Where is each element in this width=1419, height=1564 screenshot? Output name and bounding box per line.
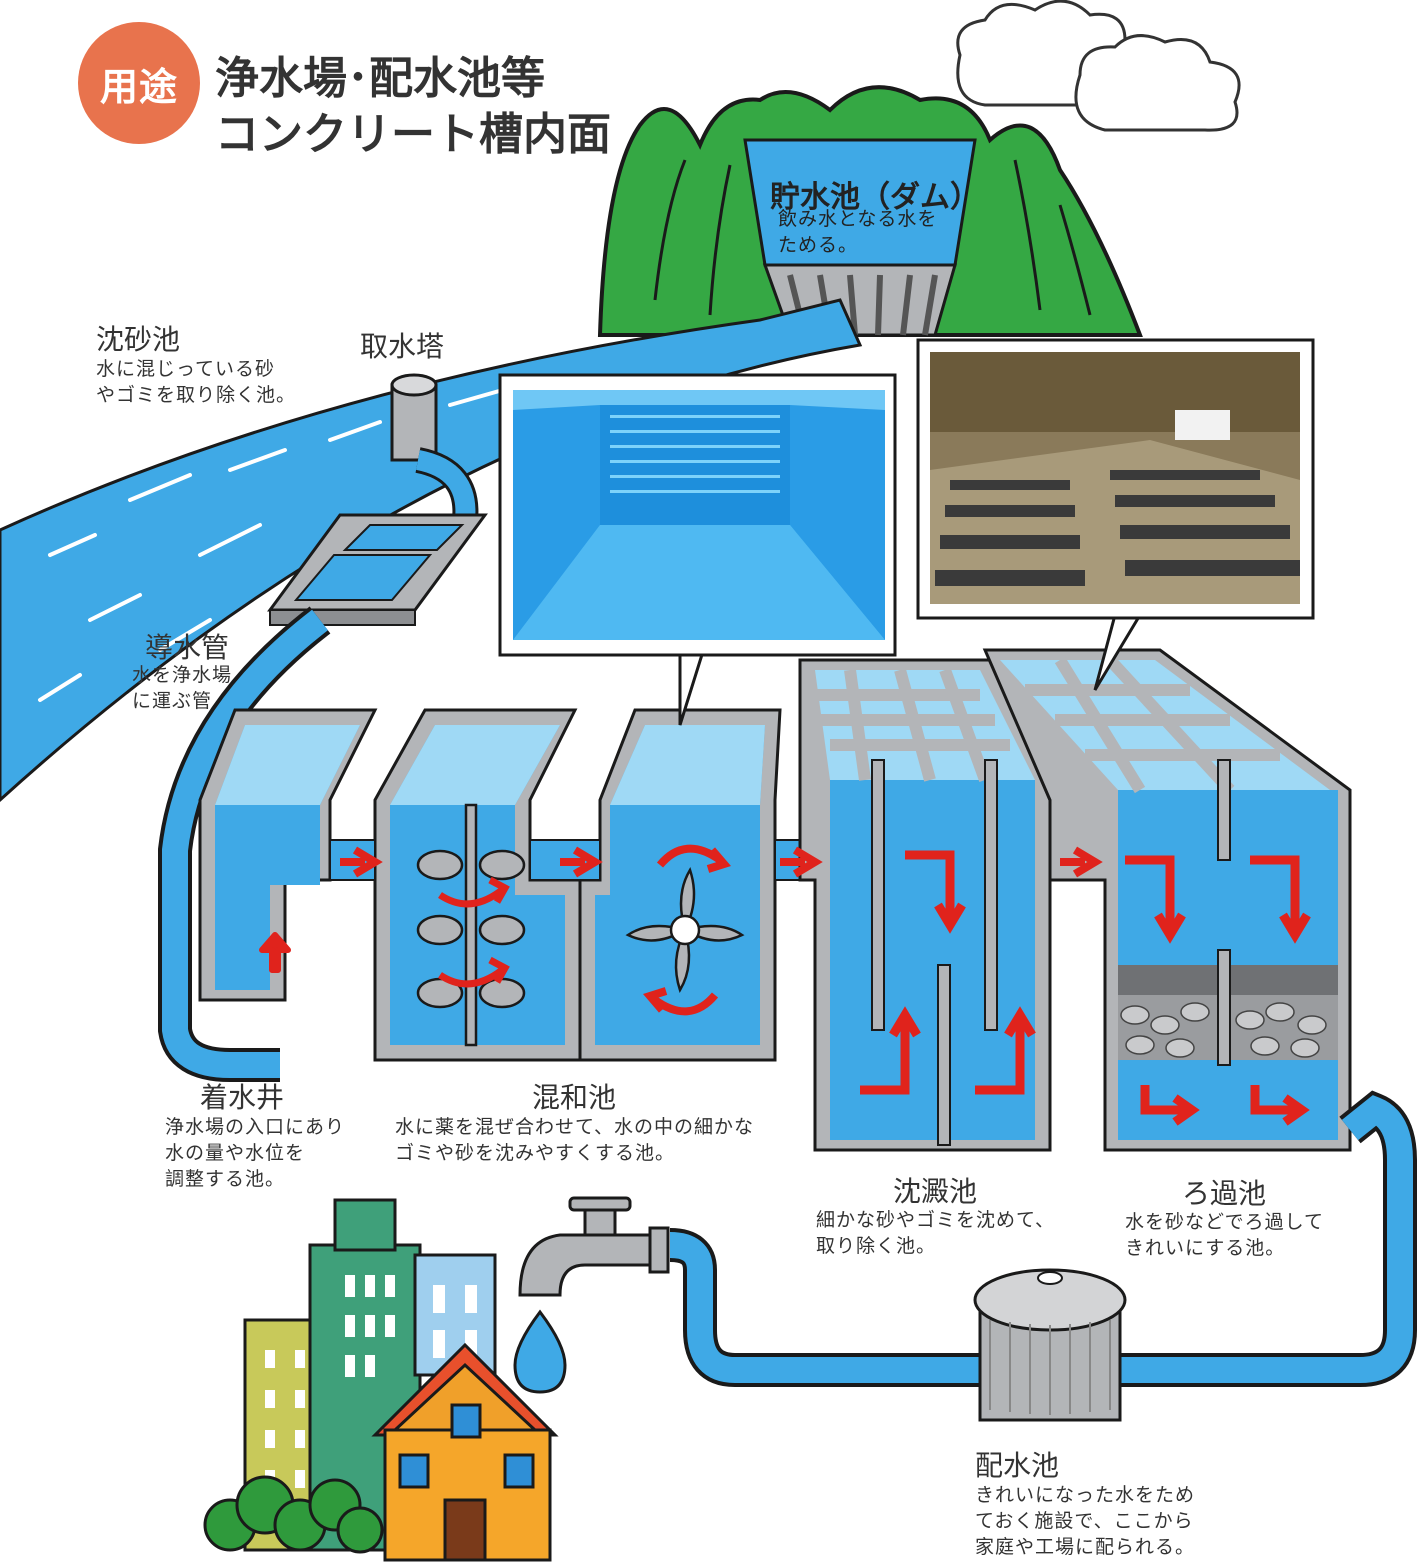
treatment-plant	[198, 648, 1352, 1152]
grit-basin-desc: 水に混じっている砂 やゴミを取り除く池。	[96, 358, 297, 406]
faucet-icon	[518, 1196, 670, 1297]
grit-basin-title: 沈砂池	[96, 323, 181, 356]
filter-basin-desc: 水を砂などでろ過して きれいにする池。	[1125, 1211, 1325, 1259]
dam-desc: 飲み水となる水を ためる。	[778, 208, 938, 256]
settling-basin-desc: 細かな砂やゴミを沈めて、 取り除く池。	[816, 1209, 1056, 1257]
mixing-basin-desc: 水に薬を混ぜ合わせて、水の中の細かな ゴミや砂を沈みやすくする池。	[395, 1116, 755, 1164]
conduit-title: 導水管	[145, 631, 230, 664]
mixing-basin-title: 混和池	[532, 1081, 617, 1114]
conduit-desc: 水を浄水場 に運ぶ管	[132, 664, 233, 712]
usage-badge: 用途	[78, 22, 200, 144]
intake-tower-icon	[390, 373, 438, 462]
receiving-well-title: 着水井	[200, 1081, 285, 1114]
city-buildings-icon	[203, 1198, 559, 1562]
dam-title: 貯水池（ダム）	[770, 180, 980, 215]
stirrer-icon	[416, 803, 526, 1047]
water-drop-icon	[513, 1309, 567, 1394]
intake-tower-title: 取水塔	[360, 330, 445, 363]
distribution-reservoir-desc: きれいになった水をため ておく施設で、ここから 家庭や工場に配られる。	[975, 1484, 1196, 1558]
page-title-line2: コンクリート槽内面	[215, 109, 611, 160]
flow-arrows	[259, 844, 1311, 1126]
filter-basin-title: ろ過池	[1182, 1177, 1267, 1210]
page-title-line1: 浄水場･配水池等	[215, 53, 545, 104]
settling-basin-title: 沈澱池	[893, 1175, 978, 1208]
distribution-reservoir-title: 配水池	[975, 1449, 1060, 1482]
photo-mixing-basin	[498, 373, 897, 726]
distribution-reservoir-icon	[973, 1268, 1127, 1422]
cloud-icon	[956, 0, 1241, 132]
propeller-icon	[625, 867, 745, 993]
receiving-well-desc: 浄水場の入口にあり 水の量や水位を 調整する池。	[165, 1116, 346, 1190]
photo-treatment-plant	[916, 338, 1315, 691]
